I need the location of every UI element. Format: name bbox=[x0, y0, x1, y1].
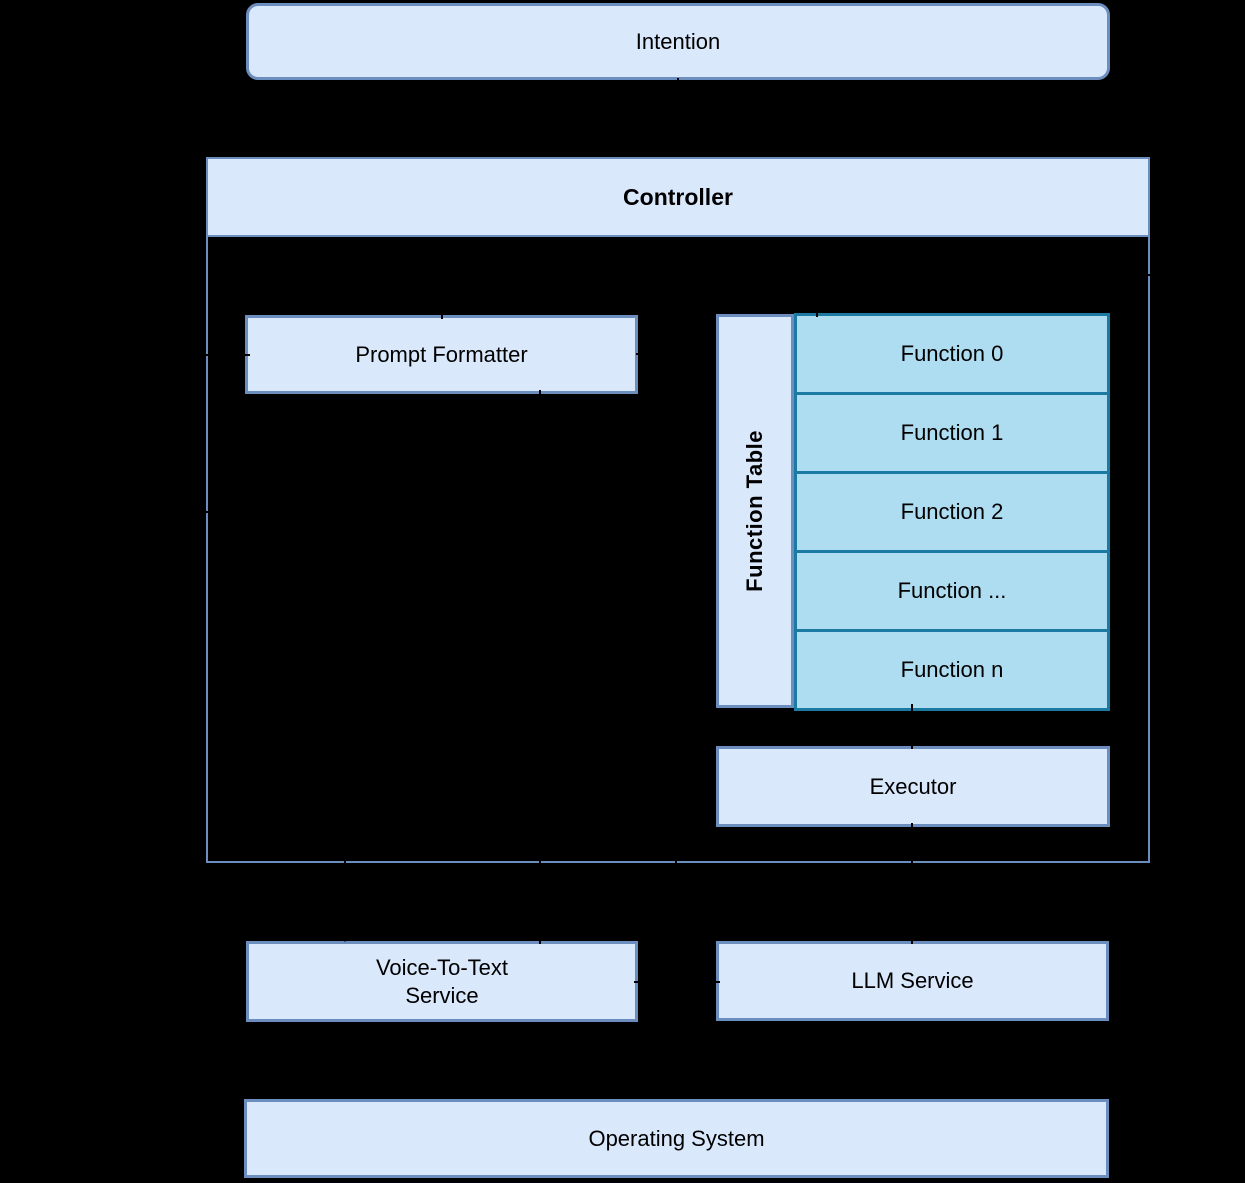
connector-prompt-formatter-right bbox=[636, 353, 700, 355]
operating-system-label: Operating System bbox=[588, 1125, 765, 1151]
function-table-rows: Function 0 Function 1 Function 2 Functio… bbox=[794, 313, 1110, 711]
function-row-label: Function ... bbox=[897, 578, 1007, 603]
llm-service-node: LLM Service bbox=[716, 941, 1109, 1021]
controller-header: Controller bbox=[206, 157, 1150, 237]
function-row: Function 2 bbox=[794, 471, 1110, 553]
connector-left-into-prompt-formatter bbox=[195, 354, 250, 356]
connector-controller-right bbox=[1135, 274, 1162, 276]
function-table-label: Function Table bbox=[742, 430, 767, 592]
connector-controller-left-lower bbox=[195, 511, 220, 513]
voice-to-text-label-line2: Service bbox=[405, 982, 479, 1008]
function-row: Function 0 bbox=[794, 313, 1110, 395]
llm-service-label: LLM Service bbox=[851, 968, 974, 993]
prompt-formatter-label: Prompt Formatter bbox=[355, 341, 528, 367]
connector-header-to-prompt-formatter bbox=[441, 240, 443, 319]
connector-header-to-function-table bbox=[816, 240, 818, 317]
function-row-label: Function 0 bbox=[900, 341, 1004, 366]
voice-to-text-node: Voice-To-Text Service bbox=[246, 941, 638, 1022]
function-table-label-column: Function Table bbox=[716, 314, 794, 708]
arrowhead-voice-to-text bbox=[338, 934, 352, 942]
connector-controller-to-voice-to-text bbox=[344, 859, 346, 939]
connector-function-table-to-executor bbox=[911, 704, 913, 749]
function-row-label: Function 1 bbox=[900, 420, 1004, 445]
function-row-label: Function 2 bbox=[900, 499, 1004, 524]
connector-intention-to-controller bbox=[677, 78, 679, 154]
intention-node: Intention bbox=[246, 3, 1110, 80]
connector-controller-to-operating-system bbox=[675, 859, 677, 1095]
function-row: Function 1 bbox=[794, 392, 1110, 474]
connector-executor-to-llm-service bbox=[911, 823, 913, 944]
intention-label: Intention bbox=[635, 28, 721, 54]
function-row-label: Function n bbox=[900, 657, 1004, 682]
connector-voice-to-text-to-prompt-formatter bbox=[539, 390, 541, 944]
executor-node: Executor bbox=[716, 746, 1110, 827]
connector-voice-to-text-to-llm-service bbox=[634, 981, 720, 983]
function-row: Function n bbox=[794, 629, 1110, 711]
function-row: Function ... bbox=[794, 550, 1110, 632]
prompt-formatter-node: Prompt Formatter bbox=[245, 315, 638, 394]
executor-label: Executor bbox=[869, 773, 957, 799]
voice-to-text-label-line1: Voice-To-Text bbox=[375, 954, 509, 980]
operating-system-node: Operating System bbox=[244, 1099, 1109, 1178]
controller-label: Controller bbox=[623, 184, 733, 210]
